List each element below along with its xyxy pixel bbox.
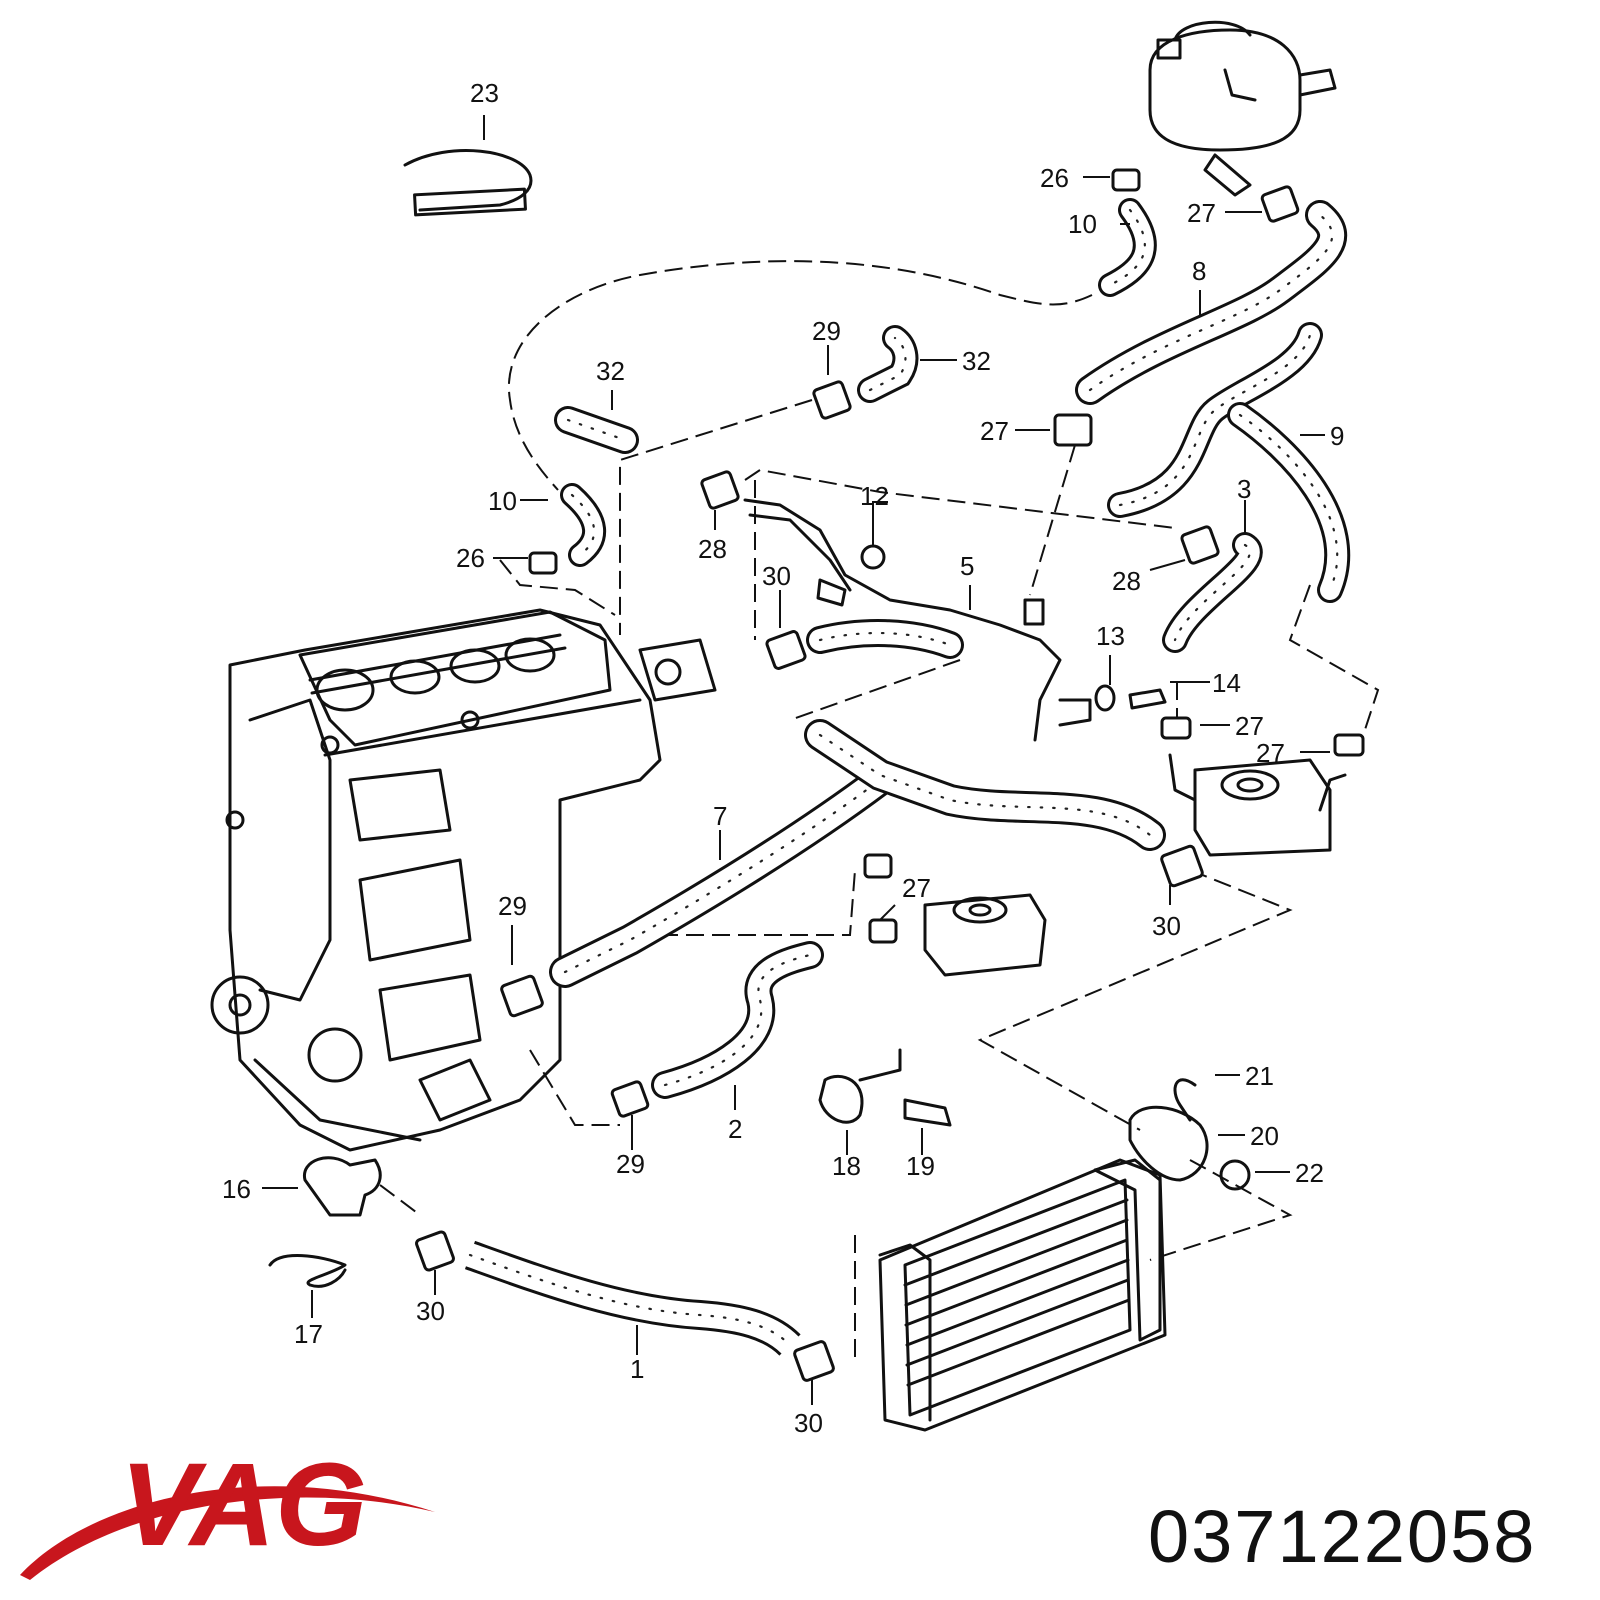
clamp-icon	[1111, 168, 1141, 192]
callout-number: 32	[962, 346, 991, 376]
clamp-icon	[793, 1340, 835, 1382]
connection-lines	[379, 260, 1380, 1360]
callout-number: 9	[1330, 421, 1344, 451]
callout-number: 7	[713, 801, 727, 831]
hoses	[458, 198, 1351, 1357]
callout-number: 18	[832, 1151, 861, 1181]
clamp-icon	[1160, 844, 1204, 888]
callout-number: 16	[222, 1174, 251, 1204]
clamp-icon	[863, 853, 893, 879]
callout-number: 30	[1152, 911, 1181, 941]
logo-swoosh	[20, 1486, 435, 1580]
callout-number: 5	[960, 551, 974, 581]
clamp-icon	[1260, 185, 1300, 223]
callout-number: 21	[1245, 1061, 1274, 1091]
callout-number: 29	[812, 316, 841, 346]
callout-number: 1	[630, 1354, 644, 1384]
callout-number: 28	[1112, 566, 1141, 596]
clamp-icon	[1180, 525, 1220, 565]
callout-number: 10	[1068, 209, 1097, 239]
clamps	[415, 168, 1365, 1382]
clamp-icon	[765, 630, 807, 670]
callout-number: 27	[980, 416, 1009, 446]
callout-number: 20	[1250, 1121, 1279, 1151]
expansion-tank	[1148, 20, 1337, 197]
oil-cooler-right	[1168, 753, 1347, 857]
callout-number: 32	[596, 356, 625, 386]
brand-name: VAG	[120, 1439, 367, 1571]
clamp-icon	[1333, 733, 1365, 757]
part-number: 037122058	[1148, 1495, 1536, 1578]
clamp-icon	[528, 551, 558, 575]
callout-number: 2	[728, 1114, 742, 1144]
oil-cooler-center	[923, 893, 1047, 977]
brand-logo: VAG	[20, 1439, 435, 1580]
callout-number: 8	[1192, 256, 1206, 286]
callout-number: 26	[456, 543, 485, 573]
callout-number: 10	[488, 486, 517, 516]
callout-number: 27	[1235, 711, 1264, 741]
callout-number: 30	[416, 1296, 445, 1326]
radiator	[878, 1158, 1167, 1432]
callout-number: 23	[470, 78, 499, 108]
callouts: 23 26 27 10 8 29 32 32 27 9 10 12 28 3 2…	[222, 78, 1344, 1438]
callout-number: 13	[1096, 621, 1125, 651]
callout-number: 29	[498, 891, 527, 921]
callout-number: 14	[1212, 668, 1241, 698]
engine-block	[210, 608, 717, 1152]
metal-pipe	[743, 498, 1092, 742]
callout-number: 17	[294, 1319, 323, 1349]
clamp-icon	[500, 974, 544, 1018]
clamp-icon	[700, 470, 740, 510]
callout-number: 28	[698, 534, 727, 564]
callout-number: 3	[1237, 474, 1251, 504]
callout-number: 29	[616, 1149, 645, 1179]
callout-number: 30	[762, 561, 791, 591]
callout-number: 26	[1040, 163, 1069, 193]
callout-number: 27	[1187, 198, 1216, 228]
clamp-icon	[868, 918, 898, 944]
callout-number: 22	[1295, 1158, 1324, 1188]
callout-number: 19	[906, 1151, 935, 1181]
leader-lines	[262, 115, 1330, 1405]
callout-number: 12	[860, 481, 889, 511]
clamp-icon	[1160, 716, 1192, 740]
clamp-icon	[1053, 413, 1093, 447]
clamp-icon	[812, 380, 852, 420]
callout-number: 27	[902, 873, 931, 903]
callout-number: 30	[794, 1408, 823, 1438]
clamp-icon	[415, 1230, 455, 1272]
small-parts	[268, 149, 1251, 1288]
clamp-icon	[610, 1080, 650, 1118]
callout-number: 27	[1256, 738, 1285, 768]
